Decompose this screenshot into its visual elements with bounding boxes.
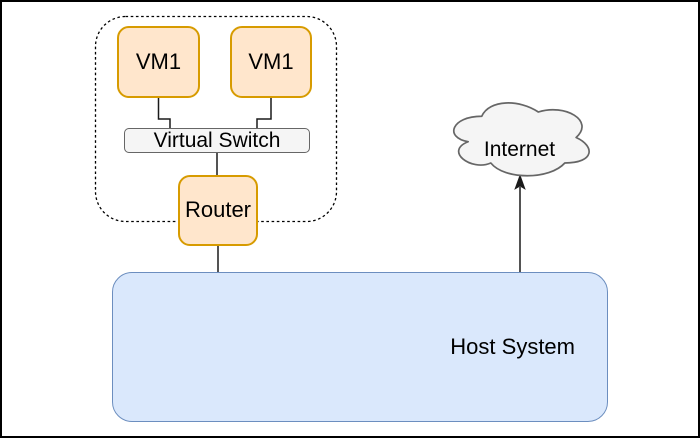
vm1-right-label: VM1 [248, 48, 294, 74]
internet-label: Internet [483, 137, 556, 161]
vm1-left-node: VM1 [117, 26, 200, 98]
edge-vm1-left-to-switch [157, 97, 171, 129]
router-node: Router [178, 175, 258, 246]
virtual-switch-label: Virtual Switch [153, 128, 281, 152]
virtual-switch-node: Virtual Switch [124, 128, 310, 153]
arrowhead-to-internet [514, 174, 526, 190]
internet-cloud-shape [453, 102, 590, 177]
internet-node: Internet [444, 95, 595, 180]
vm1-left-label: VM1 [135, 48, 182, 74]
vm1-right-node: VM1 [230, 26, 312, 98]
host-system-node: Host System [112, 272, 608, 422]
router-label: Router [184, 197, 252, 223]
host-system-label: Host System [450, 333, 575, 359]
edge-vm1-right-to-switch [256, 97, 272, 129]
